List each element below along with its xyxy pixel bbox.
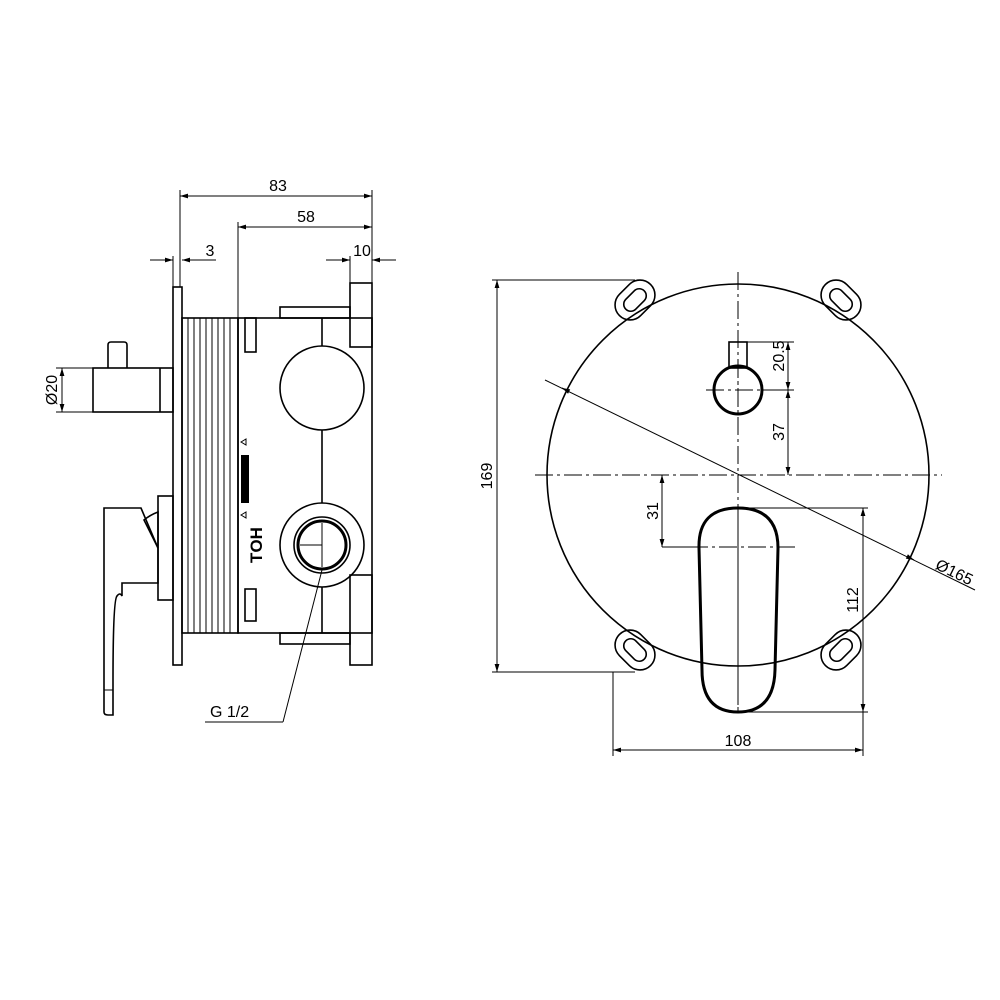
dim-31: 31 (645, 502, 662, 520)
mounting-ears (614, 279, 862, 671)
dim-diameter-165: Ø165 (933, 557, 976, 589)
diverter-port (279, 345, 365, 431)
hot-label: HOT (247, 527, 266, 564)
arrow-mark-top (240, 438, 247, 446)
diverter-knob (92, 341, 174, 413)
thread-label: G 1/2 (210, 704, 249, 721)
slot-top (244, 317, 257, 353)
dim-3: 3 (206, 243, 215, 260)
bottom-bracket (349, 574, 373, 666)
dim-108: 108 (725, 733, 752, 750)
side-dimensions: 83 58 3 10 Ø20 G 1/2 (44, 178, 396, 723)
dim-112: 112 (845, 587, 862, 613)
dim-10: 10 (353, 243, 371, 260)
dim-58: 58 (297, 209, 315, 226)
side-view: HOT 83 58 3 (44, 178, 396, 723)
dim-37: 37 (771, 423, 788, 441)
dim-20-5: 20.5 (771, 340, 788, 371)
top-flange (279, 306, 351, 319)
slot-bottom (244, 588, 257, 622)
valve-body (237, 317, 373, 634)
inlet-port (279, 502, 365, 588)
scale-mark (241, 455, 249, 503)
front-dimensions: 169 108 112 31 37 20.5 Ø165 (479, 279, 976, 756)
top-bracket (349, 282, 373, 348)
dim-169: 169 (479, 463, 496, 490)
dim-83: 83 (269, 178, 287, 195)
dim-diameter-20: Ø20 (44, 375, 61, 405)
threaded-sleeve (181, 317, 239, 634)
front-view: 169 108 112 31 37 20.5 Ø165 (479, 272, 975, 756)
bottom-flange (279, 632, 351, 645)
arrow-mark-bottom (240, 511, 247, 519)
lever-front (697, 506, 780, 714)
wall-plate (172, 286, 183, 666)
lever-side (103, 495, 174, 716)
